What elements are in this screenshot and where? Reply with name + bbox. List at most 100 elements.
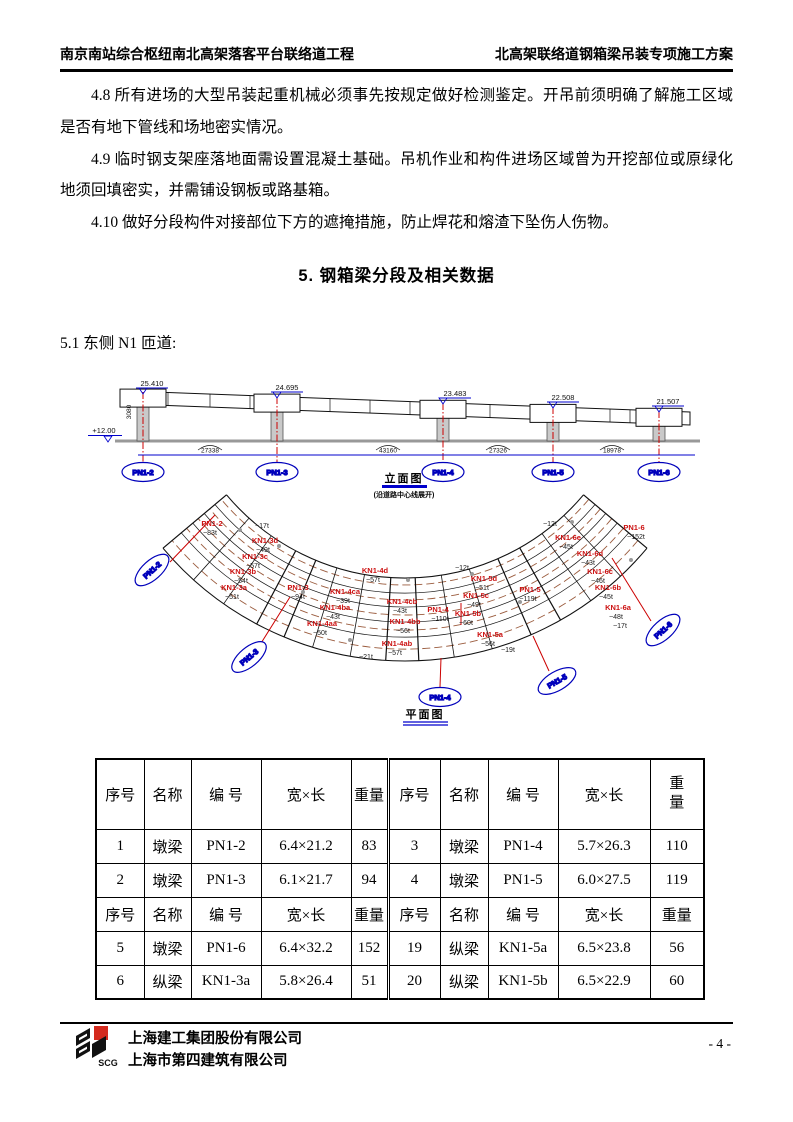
col-header: 重量 <box>649 758 705 830</box>
svg-text:~57t: ~57t <box>366 577 380 584</box>
plan-title: 平面图 <box>406 708 445 721</box>
svg-text:~49t: ~49t <box>467 602 481 609</box>
svg-text:KN1-3b: KN1-3b <box>230 567 257 576</box>
col-header: 宽×长 <box>557 758 651 830</box>
subsection-heading: 5.1 东侧 N1 匝道: <box>60 335 177 352</box>
span-dimensions: 27338 43160 27326 18978 <box>197 445 625 455</box>
svg-text:KN1-4cb: KN1-4cb <box>387 597 418 606</box>
svg-text:~21t: ~21t <box>359 654 373 661</box>
col-header: 编 号 <box>190 758 262 830</box>
col-header: 序号 <box>386 758 441 830</box>
pier-bubble: PN1-2 <box>132 468 153 477</box>
svg-text:KN1-5a: KN1-5a <box>477 630 504 639</box>
svg-text:PN1-2: PN1-2 <box>201 519 222 528</box>
pier-bubble: PN1-4 <box>432 468 454 477</box>
table-header-row: 序号 名称 编 号 宽×长 重量 序号 名称 编 号 宽×长 重量 <box>95 896 705 932</box>
table-header-row: 序号 名称 编 号 宽×长 重量 序号 名称 编 号 宽×长 重量 <box>95 758 705 830</box>
col-header: 序号 <box>95 758 145 830</box>
logo-red-square <box>94 1026 108 1040</box>
svg-text:~12t: ~12t <box>455 565 469 572</box>
svg-text:~51t: ~51t <box>225 594 239 601</box>
pier-bubble: PN1-6 <box>648 468 669 477</box>
svg-text:KN1-4aa: KN1-4aa <box>307 619 338 628</box>
col-header: 名称 <box>439 758 489 830</box>
elevation-subtitle: (沿道路中心线展开) <box>374 490 435 499</box>
svg-text:+12.00: +12.00 <box>92 426 115 435</box>
ground-level-mark: +12.00 <box>88 426 122 443</box>
height-dimension: 3080 <box>126 404 133 419</box>
pier-bubble: PN1-4 <box>429 693 451 702</box>
svg-text:PN1-6: PN1-6 <box>623 523 644 532</box>
col-header: 重量 <box>350 896 389 932</box>
svg-text:~45t: ~45t <box>559 544 573 551</box>
svg-text:PN1-4: PN1-4 <box>427 605 449 614</box>
svg-text:~39t: ~39t <box>336 598 350 605</box>
svg-text:~43t: ~43t <box>581 560 595 567</box>
elevation-levels: 25.410 24.695 23.483 22.508 21.507 <box>136 379 684 413</box>
svg-text:KN1-6a: KN1-6a <box>605 603 632 612</box>
svg-text:KN1-6e: KN1-6e <box>555 533 581 542</box>
svg-text:27338: 27338 <box>201 448 219 455</box>
svg-text:~110t: ~110t <box>431 616 448 623</box>
svg-text:KN1-4d: KN1-4d <box>362 566 389 575</box>
paragraph-4-9: 4.9 临时钢支架座落地面需设置混凝土基础。吊机作业和构件进场区域曾为开挖部位或… <box>60 150 733 200</box>
section-heading: 5. 钢箱梁分段及相关数据 <box>298 267 495 285</box>
page-header: 南京南站综合枢纽南北高架落客平台联络道工程 北高架联络道钢箱梁吊装专项施工方案 <box>60 44 733 72</box>
svg-text:KN1-3c: KN1-3c <box>242 552 268 561</box>
svg-text:~56t: ~56t <box>396 628 410 635</box>
elevation-title: 立面图 <box>385 471 424 485</box>
svg-text:27326: 27326 <box>489 448 507 455</box>
svg-text:~43t: ~43t <box>393 608 407 615</box>
plan-pier-bubbles: PN1-2 PN1-3 PN1-4 PN1-5 PN1-6 <box>134 553 681 708</box>
col-header: 重量 <box>350 758 389 830</box>
svg-text:KN1-5b: KN1-5b <box>455 609 482 618</box>
company-name-2: 上海市第四建筑有限公司 <box>128 1053 288 1069</box>
lane-centerline-arcs <box>171 499 639 650</box>
col-header: 名称 <box>143 758 192 830</box>
title-underline <box>382 485 427 488</box>
level-value: 22.508 <box>552 393 575 402</box>
svg-text:~51t: ~51t <box>475 585 489 592</box>
scg-logo: SCG <box>72 1026 122 1073</box>
footer-companies: 上海建工集团股份有限公司 上海市第四建筑有限公司 <box>128 1028 302 1072</box>
deck-girder <box>127 390 691 426</box>
svg-text:~12t: ~12t <box>543 521 557 528</box>
svg-text:~94t: ~94t <box>291 594 305 601</box>
elevation-pier-bubbles: PN1-2 PN1-3 PN1-4 PN1-5 PN1-6 <box>121 461 681 483</box>
svg-text:KN1-6d: KN1-6d <box>577 549 604 558</box>
elevation-view: 25.410 24.695 23.483 22.508 21.507 +12.0… <box>88 379 700 499</box>
svg-text:~45t: ~45t <box>599 594 613 601</box>
svg-text:~57t: ~57t <box>246 563 260 570</box>
girder-arcs <box>162 494 648 662</box>
col-header: 宽×长 <box>557 896 651 932</box>
header-project-title: 南京南站综合枢纽南北高架落客平台联络道工程 <box>60 46 354 62</box>
pier-bubble: PN1-5 <box>542 468 563 477</box>
footer-divider <box>60 1022 733 1024</box>
svg-text:~49t: ~49t <box>256 547 270 554</box>
logo-text: SCG <box>98 1058 118 1068</box>
col-header: 名称 <box>439 896 489 932</box>
plan-segment-labels: PN1-2~83t ~17t KN1-3d~49t KN1-3c~57t KN1… <box>201 519 645 661</box>
svg-text:18978: 18978 <box>603 448 621 455</box>
leader-lines <box>169 514 652 688</box>
svg-text:~43t: ~43t <box>326 614 340 621</box>
page-number: - 4 - <box>708 1036 732 1051</box>
col-header: 编 号 <box>190 896 262 932</box>
svg-text:~46t: ~46t <box>591 578 605 585</box>
svg-text:KN1-4bb: KN1-4bb <box>390 617 421 626</box>
col-header: 编 号 <box>487 758 559 830</box>
paragraph-4-10: 4.10 做好分段构件对接部位下方的遮掩措施，防止焊花和熔渣下坠伤人伤物。 <box>91 214 619 232</box>
svg-text:PN1-3: PN1-3 <box>287 583 308 592</box>
col-header: 宽×长 <box>260 758 352 830</box>
svg-text:KN1-4ab: KN1-4ab <box>382 639 413 648</box>
svg-text:KN1-6b: KN1-6b <box>595 583 622 592</box>
svg-text:~17t: ~17t <box>255 523 269 530</box>
node-markers <box>238 520 633 642</box>
svg-text:~57t: ~57t <box>388 650 402 657</box>
